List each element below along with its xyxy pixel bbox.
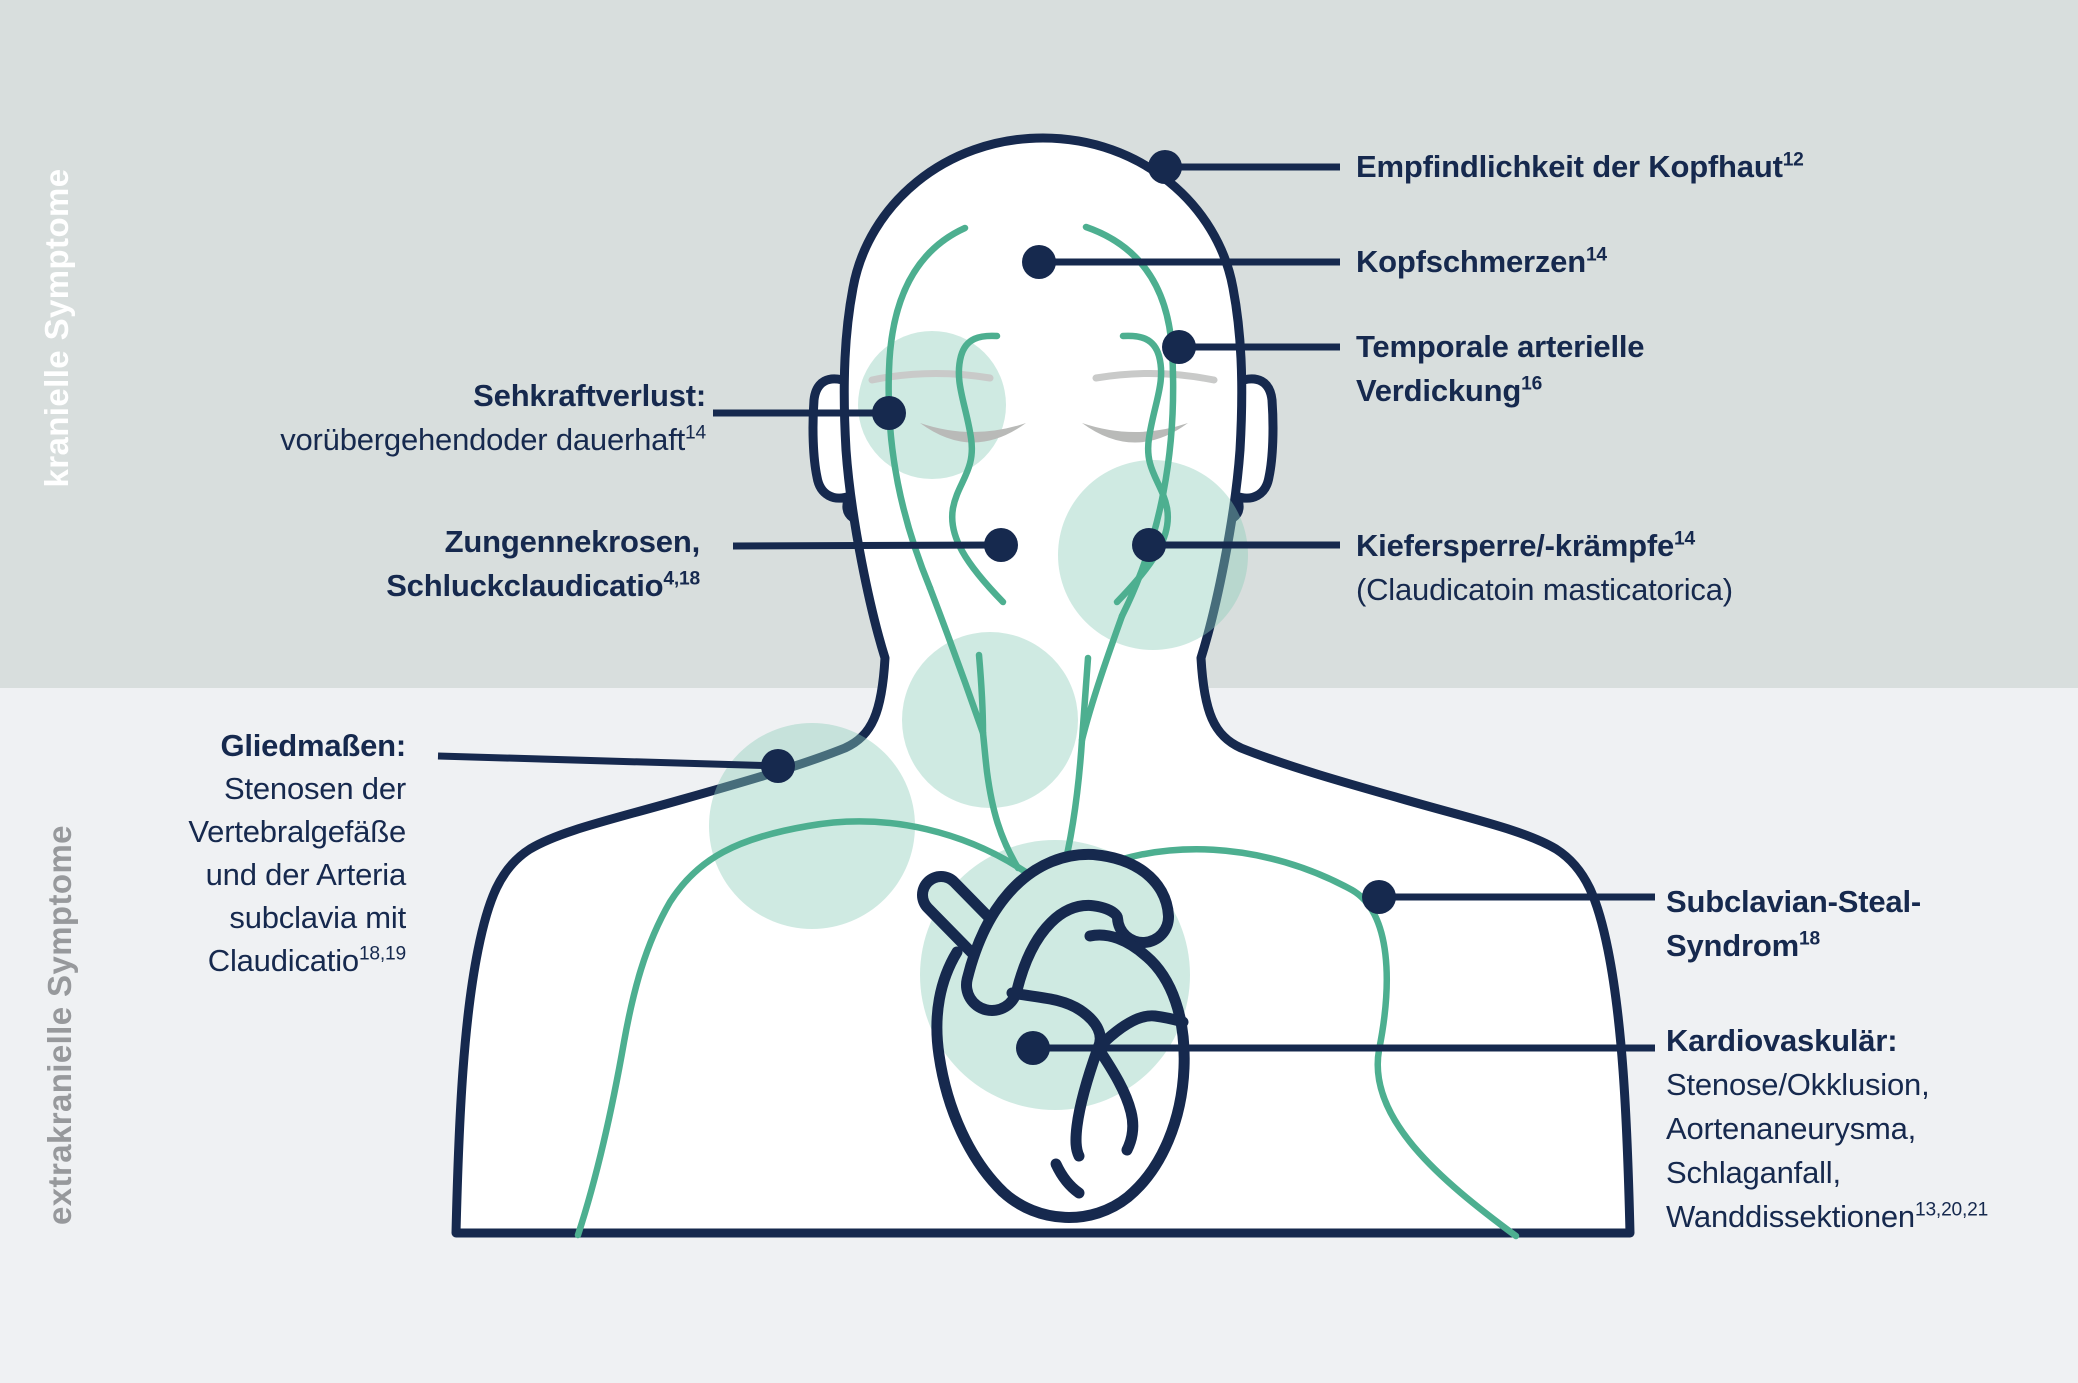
- label-temporal-thickening: Temporale arterielle Verdickung16: [1356, 329, 1645, 408]
- heart-coronary-branch-left: [1070, 1042, 1104, 1162]
- dot-subclavian: [1362, 880, 1396, 914]
- label-vision-loss: Sehkraftverlust: vorübergehendoder dauer…: [280, 378, 706, 457]
- artery-left-subclavian: [574, 818, 1044, 1239]
- highlight-circle-neck: [902, 632, 1078, 808]
- heart-body-outline: [931, 929, 1190, 1223]
- artery-right-carotid-spur: [1078, 654, 1092, 744]
- heart-coronary-branch-upper: [1092, 1010, 1189, 1054]
- label-headache: Kopfschmerzen14: [1356, 244, 1607, 279]
- artery-left-temporal: [885, 224, 969, 592]
- label-scalp-sensitivity: Empfindlichkeit der Kopfhaut12: [1356, 149, 1804, 184]
- dot-headache: [1022, 245, 1056, 279]
- body-silhouette: [451, 133, 1635, 1238]
- right-eyebrow: [1092, 369, 1218, 384]
- connector-limbs: [437, 752, 779, 770]
- artery-left-carotid: [926, 584, 1022, 872]
- label-limbs: Gliedmaßen: Stenosen der Vertebralgefäße…: [188, 728, 406, 978]
- heart-apex-crease: [1050, 1158, 1085, 1199]
- artery-right-subclavian: [1066, 846, 1520, 1240]
- dot-vision: [872, 396, 906, 430]
- heart-aorta-inner: [972, 859, 1163, 1005]
- dot-temporal: [1162, 330, 1196, 364]
- section-label-cranial: kranielle Symptome: [38, 168, 75, 488]
- label-subclavian-steal: Subclavian-Steal- Syndrom18: [1666, 884, 1922, 963]
- label-cardiovascular: Kardiovaskulär: Stenose/Okklusion, Aorte…: [1666, 1023, 1989, 1234]
- artery-left-carotid-spur: [975, 651, 987, 737]
- left-eyebrow: [868, 369, 994, 384]
- dot-jaw: [1132, 528, 1166, 562]
- dot-scalp: [1148, 150, 1182, 184]
- dot-tongue: [984, 528, 1018, 562]
- right-eye: [1082, 423, 1188, 443]
- heart-coronary-branch-right: [1092, 1042, 1139, 1156]
- dot-limbs: [761, 749, 795, 783]
- label-jaw-claudication: Kiefersperre/-krämpfe14 (Claudicatoin ma…: [1356, 528, 1733, 607]
- heart-atrium-line: [1006, 987, 1106, 1054]
- dot-cardio: [1016, 1031, 1050, 1065]
- label-tongue-necrosis: Zungennekrosen, Schluckclaudicatio4,18: [386, 524, 700, 603]
- section-label-extracranial: extrakranielle Symptome: [41, 825, 78, 1225]
- connector-tongue: [732, 541, 1002, 550]
